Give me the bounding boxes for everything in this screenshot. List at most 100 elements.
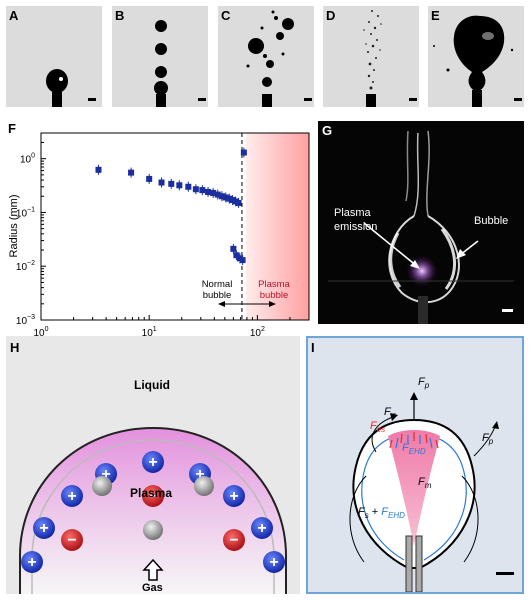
negative-charge: −	[61, 529, 83, 551]
panel-label-c: C	[221, 8, 231, 23]
photo-c: C	[218, 6, 314, 107]
data-point	[239, 257, 246, 264]
panel-label-a: A	[9, 8, 19, 23]
positive-charge: +	[33, 517, 55, 539]
data-point	[226, 195, 233, 202]
data-point	[235, 199, 242, 206]
data-points	[95, 147, 247, 266]
neutral-particles	[92, 476, 214, 540]
gas-arrow	[142, 558, 164, 581]
tick-labels: 100 101 102 10−3 10−2 10−1 100	[16, 153, 265, 339]
force-p-top: Fp	[418, 376, 430, 391]
svg-text:+: +	[101, 466, 110, 483]
positive-charge: +	[142, 451, 164, 473]
positive-charge: +	[223, 485, 245, 507]
force-es: Fes	[370, 420, 386, 435]
axis-ticks	[40, 132, 310, 321]
panel-label-h: H	[10, 340, 20, 355]
photo-g-drawing	[328, 130, 514, 324]
data-point	[240, 149, 247, 156]
bubble-label: Bubble	[474, 215, 509, 227]
data-point	[128, 169, 135, 176]
normal-bubble-label-1: Normal	[202, 279, 233, 290]
svg-text:−: −	[67, 532, 76, 549]
svg-text:+: +	[39, 520, 48, 537]
svg-text:+: +	[67, 488, 76, 505]
data-point	[218, 193, 225, 200]
tick-label: 102	[250, 326, 265, 339]
plasma-label: Plasma	[130, 486, 173, 500]
tick-label: 10−1	[16, 206, 35, 219]
positive-charge: +	[21, 551, 43, 573]
liquid-label: Liquid	[134, 378, 170, 392]
force-p-right: Fp	[482, 432, 494, 447]
photo-c-drawing	[246, 10, 312, 107]
data-point	[158, 179, 165, 186]
svg-text:−: −	[148, 488, 157, 505]
data-point	[199, 187, 206, 194]
double-arrow	[218, 301, 276, 307]
photo-g: G Plasma emission Bubble	[318, 121, 524, 324]
photo-a: A	[6, 6, 102, 107]
data-point	[229, 197, 236, 204]
negative-charges: − − −	[61, 485, 245, 551]
panel-label-d: D	[326, 8, 336, 23]
data-point	[205, 188, 212, 195]
tick-label: 10−2	[16, 260, 35, 273]
photo-b-drawing	[154, 20, 206, 107]
panel-label-f: F	[8, 121, 16, 136]
data-point	[168, 180, 175, 187]
plot-frame	[40, 132, 310, 321]
photo-e: E	[428, 6, 524, 107]
photo-b: B	[112, 6, 208, 107]
svg-text:−: −	[229, 532, 238, 549]
plasma-emission-label-2: emission	[334, 221, 378, 233]
tick-label: 100	[33, 326, 48, 339]
gas-label: Gas	[142, 582, 163, 594]
data-point	[146, 175, 153, 182]
svg-text:+: +	[195, 466, 204, 483]
plasma-emission-label-1: Plasma	[334, 207, 371, 219]
panel-label-b: B	[115, 8, 125, 23]
panel-label-g: G	[322, 123, 333, 138]
svg-text:+: +	[269, 554, 278, 571]
data-point	[192, 186, 199, 193]
photo-a-drawing	[46, 69, 96, 107]
force-sigma: Fσ	[384, 406, 396, 421]
photo-d: D	[323, 6, 419, 107]
schematic-h-drawing: +++++++++ −−−	[19, 426, 287, 594]
data-point	[233, 252, 240, 259]
photo-d-drawing	[363, 10, 417, 107]
data-point	[185, 183, 192, 190]
data-point	[230, 245, 237, 252]
force-s-plus-ehd: Fs + FEHD	[358, 506, 405, 521]
panel-label-e: E	[431, 8, 440, 23]
negative-charge: −	[142, 485, 164, 507]
tick-label: 101	[142, 326, 157, 339]
data-point	[210, 189, 217, 196]
schematic-i: I Fp Fσ Fes FEHD Fp Fm Fs + FEHD	[306, 336, 524, 594]
panel-label-i: I	[311, 340, 315, 355]
data-point	[222, 194, 229, 201]
svg-text:+: +	[148, 454, 157, 471]
positive-charge: +	[61, 485, 83, 507]
plasma-bubble-label-1: Plasma	[258, 279, 290, 290]
schematic-h: +++++++++ −−− H Liquid Plasma Gas	[6, 336, 300, 594]
positive-charge: +	[251, 517, 273, 539]
positive-charge: +	[263, 551, 285, 573]
data-point	[176, 182, 183, 189]
svg-text:+: +	[257, 520, 266, 537]
force-m: Fm	[418, 476, 432, 491]
plasma-region	[246, 133, 309, 320]
normal-bubble-label-2: bubble	[203, 290, 232, 301]
y-axis-label: Radius (mm)	[8, 195, 20, 258]
tick-label: 100	[20, 153, 35, 166]
data-point	[95, 166, 102, 173]
data-point	[214, 191, 221, 198]
svg-text:+: +	[229, 488, 238, 505]
photo-e-drawing	[433, 15, 522, 107]
svg-text:+: +	[27, 554, 36, 571]
schematic-i-drawing	[349, 392, 514, 593]
tick-label: 10−3	[16, 314, 35, 327]
